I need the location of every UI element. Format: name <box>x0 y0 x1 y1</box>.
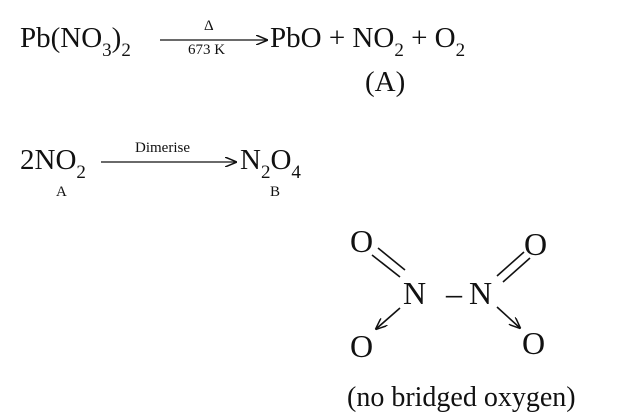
atom-o-top-left: O <box>350 223 373 259</box>
reaction2-reactant: 2NO2 <box>20 144 86 183</box>
structure-caption: (no bridged oxygen) <box>347 382 576 413</box>
atom-o-bottom-right: O <box>522 325 545 361</box>
coordinate-bond-left <box>376 307 401 329</box>
double-bond-right-1 <box>502 257 531 283</box>
bond-n-n: – <box>445 275 463 311</box>
double-bond-left-2 <box>377 247 406 271</box>
atom-o-bottom-left: O <box>350 328 373 364</box>
reaction2-reactant-label: A <box>56 184 67 200</box>
reaction2-product-label: B <box>270 184 281 200</box>
coordinate-bond-right <box>496 306 520 328</box>
reaction1-label: (A) <box>365 66 406 98</box>
reaction1-condition-heat: Δ <box>204 18 214 34</box>
reaction1-products: PbO + NO2 + O2 <box>270 22 466 61</box>
double-bond-right-2 <box>496 251 525 277</box>
reaction2-condition: Dimerise <box>135 140 190 156</box>
reaction2-product: N2O4 <box>240 144 301 183</box>
atom-n-left: N <box>403 275 426 311</box>
atom-n-right: N <box>469 275 492 311</box>
double-bond-left-1 <box>371 254 401 278</box>
reaction1-reactant: Pb(NO3)2 <box>20 22 131 61</box>
reaction1-condition-temperature: 673 K <box>188 42 226 58</box>
atom-o-top-right: O <box>524 226 547 262</box>
